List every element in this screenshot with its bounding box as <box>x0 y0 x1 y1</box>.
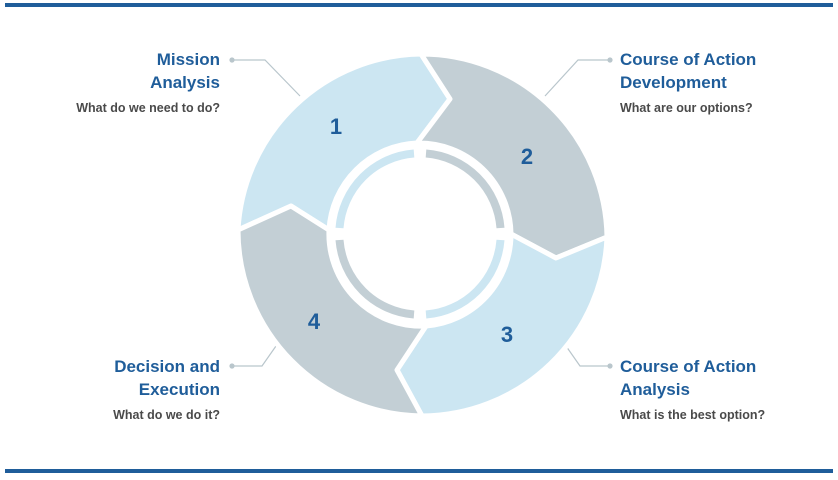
step-title-2-line-2: Development <box>620 73 727 92</box>
step-number-4: 4 <box>308 309 321 334</box>
inner-arc-1 <box>335 149 415 229</box>
step-title-4-line-1: Decision and <box>114 357 220 376</box>
inner-arc-3 <box>425 239 505 319</box>
step-number-2: 2 <box>521 144 533 169</box>
step-question-3: What is the best option? <box>620 408 766 422</box>
leader-dot-4 <box>229 363 235 369</box>
step-question-1: What do we need to do? <box>76 101 220 115</box>
leader-line-3 <box>565 345 610 367</box>
step-number-3: 3 <box>501 322 513 347</box>
leader-dot-2 <box>607 57 613 63</box>
step-label-3: Course of Action Analysis What is the be… <box>620 355 838 423</box>
leader-lines <box>229 57 613 369</box>
inner-ring <box>331 145 509 323</box>
step-title-3-line-2: Analysis <box>620 380 690 399</box>
step-title-2: Course of Action Development <box>620 48 838 94</box>
ring-segments <box>235 51 610 419</box>
step-title-2-line-1: Course of Action <box>620 50 757 69</box>
step-title-3: Course of Action Analysis <box>620 355 838 401</box>
cycle-segment-3 <box>394 231 610 419</box>
leader-dot-3 <box>607 363 613 369</box>
step-title-3-line-1: Course of Action <box>620 357 757 376</box>
center-hole <box>346 160 494 308</box>
leader-line-1 <box>232 59 301 97</box>
bottom-border-rule <box>5 469 833 473</box>
step-title-4-line-2: Execution <box>138 380 220 399</box>
leader-line-2 <box>544 59 610 97</box>
step-title-4: Decision and Execution <box>0 355 220 401</box>
step-label-2: Course of Action Development What are ou… <box>620 48 838 116</box>
step-title-1-line-2: Analysis <box>150 73 220 92</box>
step-numbers: 1 2 3 4 <box>308 114 533 347</box>
inner-arc-4 <box>335 239 415 319</box>
step-question-4: What do we do it? <box>113 408 220 422</box>
inner-arc-2 <box>425 149 505 229</box>
step-label-1: Mission Analysis What do we need to do? <box>0 48 220 116</box>
cycle-segment-1 <box>235 51 453 233</box>
step-label-4: Decision and Execution What do we do it? <box>0 355 220 423</box>
leader-dot-1 <box>229 57 235 63</box>
leader-line-4 <box>232 345 277 367</box>
step-title-1: Mission Analysis <box>0 48 220 94</box>
step-number-1: 1 <box>330 114 342 139</box>
top-border-rule <box>5 3 833 7</box>
cycle-segment-4 <box>235 203 429 419</box>
step-question-2: What are our options? <box>620 101 753 115</box>
cycle-segment-2 <box>414 51 610 261</box>
step-title-1-line-1: Mission <box>156 50 220 69</box>
